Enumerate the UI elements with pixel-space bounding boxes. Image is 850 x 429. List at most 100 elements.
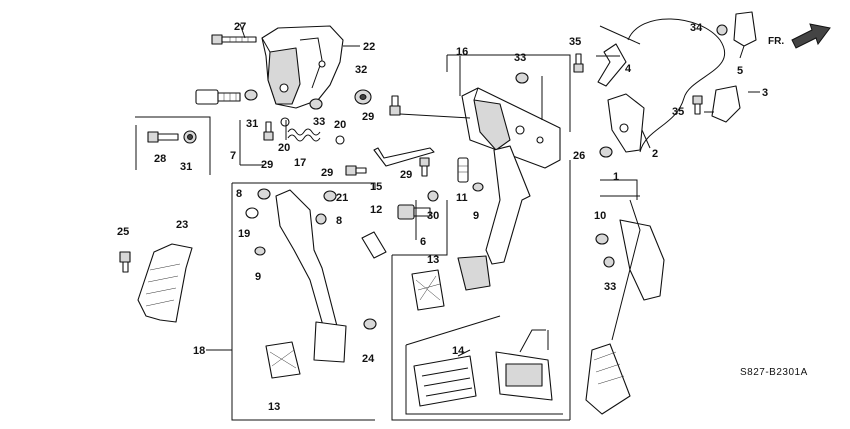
clip-34-part — [716, 24, 728, 36]
callout-35: 35 — [672, 106, 684, 118]
brake-pedal-arm-part — [457, 145, 531, 291]
callout-15: 15 — [370, 181, 382, 193]
callout-24: 24 — [362, 353, 375, 365]
bolt-29-part-d — [419, 157, 430, 177]
nut-33-part-c — [603, 256, 615, 268]
nut-33-part-b — [515, 72, 529, 84]
callout-5: 5 — [737, 65, 743, 77]
bolt-25-part — [119, 251, 131, 273]
bolt-27-part — [211, 34, 257, 45]
callout-23: 23 — [176, 219, 188, 231]
switch-6-part — [397, 204, 431, 220]
pedal-pad-13-part-a — [411, 269, 445, 311]
callout-10: 10 — [594, 210, 606, 222]
callout-31: 31 — [246, 118, 258, 130]
switch-11-part — [457, 157, 469, 183]
stopper-9-part — [472, 182, 484, 192]
callout-6: 6 — [420, 236, 426, 248]
callout-29: 29 — [261, 159, 273, 171]
bracket-15-part — [373, 147, 435, 167]
callout-8: 8 — [236, 188, 242, 200]
callout-13: 13 — [427, 254, 439, 266]
callout-14: 14 — [452, 345, 465, 357]
spring-17-part — [287, 128, 321, 142]
callout-16: 16 — [456, 46, 468, 58]
callout-29: 29 — [321, 167, 333, 179]
pedal-pad-large-part — [495, 329, 553, 401]
pedal-pad-14-part — [413, 355, 477, 407]
callout-32: 32 — [355, 64, 367, 76]
callout-9: 9 — [255, 271, 261, 283]
callout-13: 13 — [268, 401, 280, 413]
nut-21-part — [323, 190, 337, 202]
callout-22: 22 — [363, 41, 375, 53]
pedal-bracket-22-part — [261, 25, 344, 109]
callout-labels: 27 22 32 31 7 33 20 20 17 29 28 31 16 33… — [117, 21, 808, 413]
rod-12-part — [361, 231, 387, 259]
stopper-9-part-b — [254, 246, 266, 256]
leader-lines — [206, 23, 760, 357]
bracket-3-part — [711, 85, 741, 123]
callout-21: 21 — [336, 192, 348, 204]
bracket-5-part — [733, 11, 757, 47]
callout-33: 33 — [514, 52, 526, 64]
clip-20-part — [280, 117, 345, 145]
accelerator-pedal-1-part — [585, 199, 665, 415]
bushing-8-part-b — [315, 213, 327, 225]
stopper-24-part — [363, 318, 377, 330]
nut-26-part — [599, 146, 613, 158]
callout-8: 8 — [336, 215, 342, 227]
callout-19: 19 — [238, 228, 250, 240]
pedal-pad-13-part-b — [265, 341, 301, 379]
clutch-pedal-arm-part — [275, 189, 347, 363]
callout-29: 29 — [362, 111, 374, 123]
lever-bracket-part — [607, 93, 645, 153]
callout-30: 30 — [427, 210, 439, 222]
callout-29: 29 — [400, 169, 412, 181]
forward-direction-indicator: FR. — [768, 23, 831, 49]
bracket-4-part — [597, 43, 627, 87]
nut-32-part — [354, 89, 372, 105]
callout-26: 26 — [573, 150, 585, 162]
callout-31: 31 — [180, 161, 192, 173]
callout-11: 11 — [456, 192, 468, 204]
nut-30-part — [427, 190, 439, 202]
nut-33-part — [309, 98, 323, 110]
callout-20: 20 — [334, 119, 346, 131]
callout-33: 33 — [313, 116, 325, 128]
group-borders — [135, 54, 638, 421]
switch-7-part — [195, 89, 258, 105]
callout-20: 20 — [278, 142, 290, 154]
callout-34: 34 — [690, 22, 703, 34]
callout-2: 2 — [652, 148, 658, 160]
bushing-19-part — [245, 207, 259, 219]
bolt-29-part-b — [389, 95, 401, 116]
bushing-8-part-a — [257, 188, 271, 200]
callout-35: 35 — [569, 36, 581, 48]
bolt-28-part — [147, 131, 179, 143]
callout-9: 9 — [473, 210, 479, 222]
nut-31-part — [183, 130, 197, 144]
callout-3: 3 — [762, 87, 768, 99]
cover-23-part — [137, 243, 193, 323]
callout-18: 18 — [193, 345, 205, 357]
callout-27: 27 — [234, 21, 246, 33]
bolt-29-part-a — [263, 121, 274, 141]
clip-10-part — [595, 233, 609, 245]
callout-17: 17 — [294, 157, 306, 169]
callout-1: 1 — [613, 171, 619, 183]
brake-pedal-bracket-part — [461, 87, 561, 169]
forward-label: FR. — [768, 36, 784, 47]
catalog-code: S827-B2301A — [740, 367, 808, 378]
bolt-35-part-b — [692, 95, 703, 115]
callout-7: 7 — [230, 150, 236, 162]
bolt-35-part-a — [573, 53, 584, 73]
callout-12: 12 — [370, 204, 382, 216]
bolt-29-part-c — [345, 165, 367, 176]
callout-25: 25 — [117, 226, 129, 238]
throttle-cable-2-part — [599, 18, 726, 153]
callout-28: 28 — [154, 153, 166, 165]
callout-33: 33 — [604, 281, 616, 293]
callout-4: 4 — [625, 63, 632, 75]
